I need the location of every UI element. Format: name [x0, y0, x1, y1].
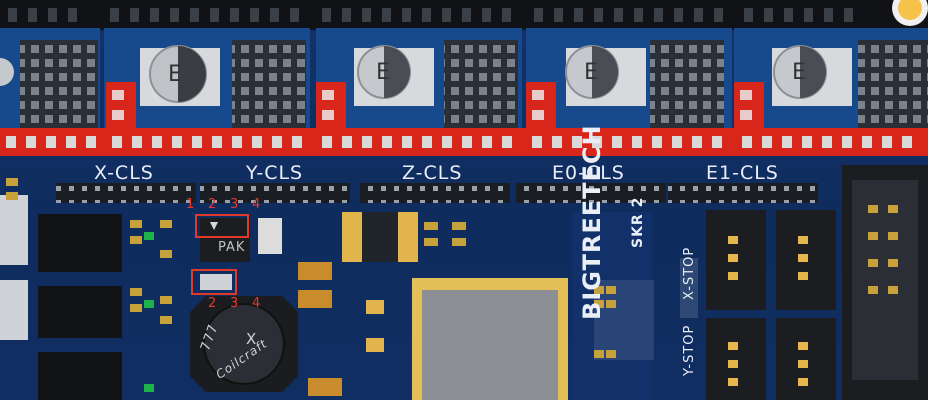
- y-stop-label: Y-STOP: [682, 324, 697, 376]
- cap-mark-e1: E: [792, 60, 807, 85]
- brand-label: BIGTREETECH: [578, 124, 606, 320]
- pin-number-2: 2: [208, 197, 217, 212]
- label-x-cls: X-CLS: [94, 162, 154, 184]
- cap-mark-e0: E: [584, 60, 599, 85]
- label-e1-cls: E1-CLS: [706, 162, 779, 184]
- pin-number-3: 3: [230, 197, 239, 212]
- capacitors: [0, 45, 852, 106]
- label-e0-cls: E0-CLS: [552, 162, 625, 184]
- inductor-mark: X: [246, 330, 258, 348]
- inductor: [190, 296, 298, 392]
- pin-number-bottom-2: 2: [208, 296, 217, 311]
- label-z-cls: Z-CLS: [402, 162, 463, 184]
- pin-number-bottom-4: 4: [252, 296, 261, 311]
- pin-number-4: 4: [252, 197, 261, 212]
- cap-mark-y: E: [168, 62, 183, 87]
- x-stop-label: X-STOP: [682, 246, 697, 300]
- cls-headers: [56, 183, 818, 203]
- label-y-cls: Y-CLS: [246, 162, 304, 184]
- pin-number-1: 1: [186, 197, 195, 212]
- model-label: SKR 2: [630, 196, 646, 248]
- chip-pak-label: PAK: [218, 240, 246, 255]
- cap-mark-z: E: [376, 60, 391, 85]
- pin-number-bottom-3: 3: [230, 296, 239, 311]
